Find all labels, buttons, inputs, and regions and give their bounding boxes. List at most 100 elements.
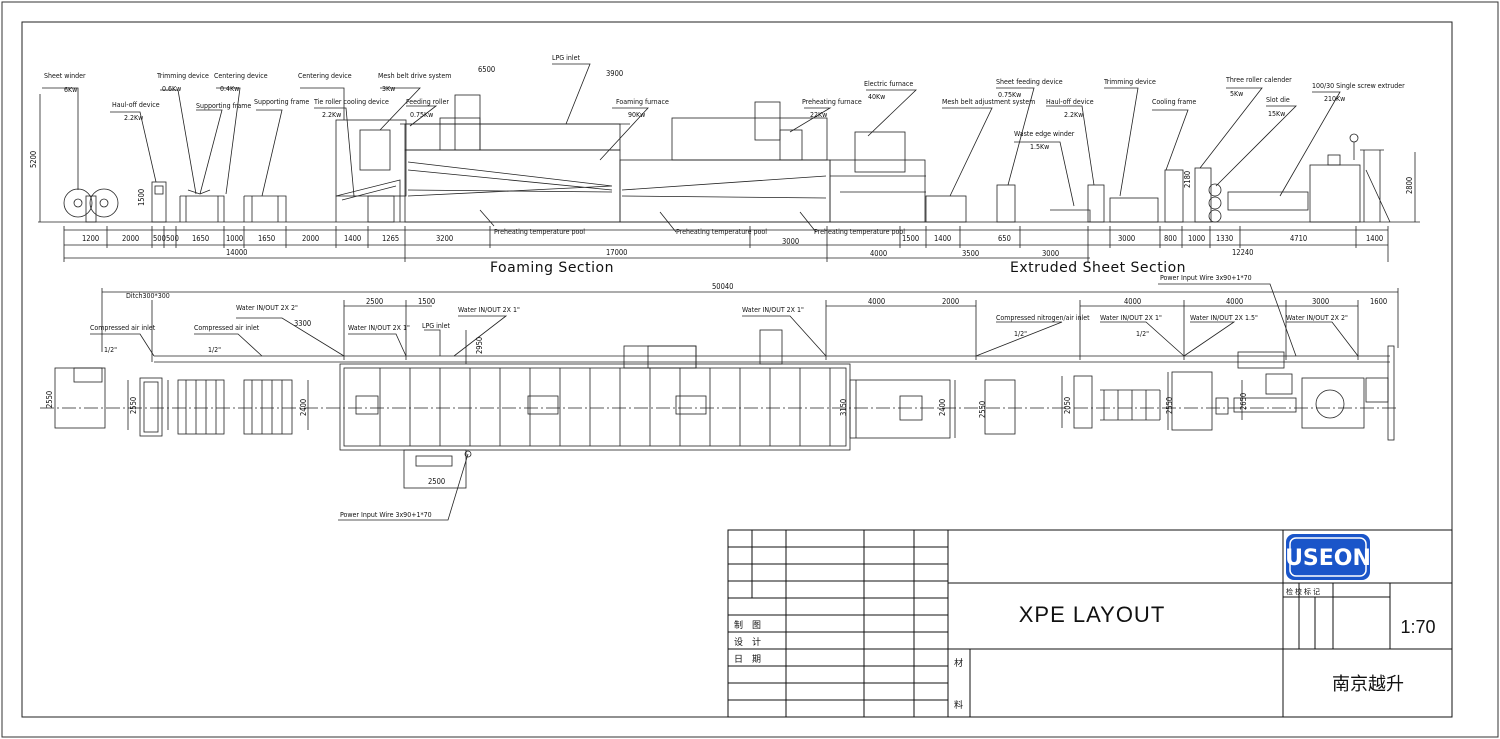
dim-plan-2500: 2500 — [366, 297, 383, 306]
label-calender-power: 5Kw — [1230, 90, 1243, 98]
label-preheating-furnace-power: 22Kw — [810, 111, 827, 119]
dim-b8: 1400 — [344, 234, 361, 243]
label-preheating-furnace: Preheating furnace — [802, 98, 862, 106]
label-ditch: Ditch300*300 — [126, 292, 170, 300]
dim-plan-bottom: 2500 — [428, 477, 445, 486]
label-mesh-drive: Mesh belt drive system — [378, 72, 451, 80]
dim-b1: 2000 — [122, 234, 139, 243]
label-extruder-power: 210Kw — [1324, 95, 1345, 103]
label-cooling-device-power: 2.2Kw — [322, 111, 341, 119]
label-draw: 制 图 — [734, 619, 761, 631]
label-air-3: Compressed nitrogen/air inlet — [996, 314, 1090, 322]
check-mark-label: 检 校 标 记 — [1286, 587, 1320, 596]
label-water-1: Water IN/OUT 2X 2" — [236, 304, 298, 312]
label-trimming-1-power: 0.6Kw — [162, 85, 181, 93]
logo-text: USEON — [1285, 546, 1371, 571]
label-sheet-winder: Sheet winder — [44, 72, 86, 80]
foaming-furnace-body — [404, 149, 621, 223]
dim-b15: 3500 — [962, 249, 979, 258]
label-sheet-feeding: Sheet feeding device — [996, 78, 1063, 86]
label-centering-1-power: 0.4Kw — [220, 85, 239, 93]
plan-furnace-outline — [339, 363, 851, 451]
label-calender: Three roller calender — [1225, 76, 1292, 84]
winder-reel-2 — [89, 188, 119, 218]
label-centering-2: Centering device — [298, 72, 352, 80]
label-lpg-plan: LPG inlet — [422, 322, 451, 330]
plan-view — [40, 283, 1399, 521]
dim-b17: 3000 — [1042, 249, 1059, 258]
dim-plan-4000a: 4000 — [868, 297, 885, 306]
elevation-view — [38, 63, 1420, 262]
dim-height-2800: 2800 — [1405, 177, 1414, 194]
dim-side-7: 2050 — [1063, 397, 1072, 414]
label-trimming-1: Trimming device — [156, 72, 209, 80]
dim-b7: 2000 — [302, 234, 319, 243]
dim-plan-1600: 1600 — [1370, 297, 1387, 306]
label-air-2: Compressed air inlet — [194, 324, 260, 332]
label-slot-die: Slot die — [1266, 96, 1290, 104]
company-name-cn: 南京越升 — [1332, 674, 1404, 695]
label-extruder: 100/30 Single screw extruder — [1312, 82, 1405, 90]
label-lpg-inlet: LPG inlet — [552, 54, 581, 62]
dim-total-14000: 14000 — [226, 248, 247, 257]
dim-b9: 1265 — [382, 234, 399, 243]
label-haul-off-1-power: 2.2Kw — [124, 114, 143, 122]
dim-b14: 1400 — [934, 234, 951, 243]
label-pit-3: Preheating temperature pool — [814, 228, 905, 236]
dim-b18: 3000 — [1118, 234, 1135, 243]
elevation-labels: Sheet winder 6Kw Haul-off device 2.2Kw T… — [44, 54, 1405, 236]
label-material-bottom: 料 — [954, 699, 963, 711]
label-waste-winder-power: 1.5Kw — [1030, 143, 1049, 151]
label-feeding-roller: Feeding roller — [406, 98, 449, 106]
dim-total-17000: 17000 — [606, 248, 627, 257]
title-block — [727, 529, 1453, 718]
dim-side-4: 3150 — [839, 399, 848, 416]
dim-height-1500: 1500 — [137, 189, 146, 206]
label-centering-1: Centering device — [214, 72, 268, 80]
dim-side-8: 2550 — [1165, 397, 1174, 414]
dim-plan-4000c: 4000 — [1226, 297, 1243, 306]
label-foaming-furnace-power: 90Kw — [628, 111, 645, 119]
dim-side-3: 2950 — [475, 337, 484, 354]
dim-b5: 1000 — [226, 234, 243, 243]
label-haul-off-2-power: 2.2Kw — [1064, 111, 1083, 119]
label-air-3-size: 1/2" — [1014, 330, 1027, 338]
label-water-3: Water IN/OUT 2X 1" — [458, 306, 520, 314]
dim-side-1: 2550 — [129, 397, 138, 414]
dim-plan-4000b: 4000 — [1124, 297, 1141, 306]
label-date: 日 期 — [734, 654, 761, 665]
drawing-scale: 1:70 — [1400, 617, 1435, 637]
label-supporting-1: Supporting frame — [196, 102, 251, 110]
label-water-4: Water IN/OUT 2X 1" — [742, 306, 804, 314]
label-water-2: Water IN/OUT 2X 1" — [348, 324, 410, 332]
label-cooling-device: Tie roller cooling device — [313, 98, 389, 106]
label-sheet-winder-power: 6Kw — [64, 86, 77, 94]
dim-plan-1500: 1500 — [418, 297, 435, 306]
label-water-7: Water IN/OUT 2X 2" — [1286, 314, 1348, 322]
dim-top-3900: 3900 — [606, 69, 623, 78]
label-sheet-feeding-power: 0.75Kw — [998, 91, 1021, 99]
dim-b0: 1200 — [82, 234, 99, 243]
inner-border — [21, 21, 1453, 718]
label-pit-2: Preheating temperature pool — [676, 228, 767, 236]
section-label-extruded: Extruded Sheet Section — [1010, 260, 1186, 276]
dim-b16: 650 — [998, 234, 1011, 243]
dim-b3: 500 — [166, 234, 179, 243]
drawing-title: XPE LAYOUT — [1019, 602, 1166, 627]
winder-reel-1 — [63, 188, 93, 218]
dim-side-0: 2550 — [45, 391, 54, 408]
dim-total-12240: 12240 — [1232, 248, 1253, 257]
label-mesh-drive-power: 3Kw — [382, 85, 395, 93]
dim-b12: 4000 — [870, 249, 887, 258]
label-mesh-adjust: Mesh belt adjustment system — [942, 98, 1035, 106]
label-design: 设 计 — [734, 636, 761, 648]
label-water-6: Water IN/OUT 2X 1.5" — [1190, 314, 1258, 322]
label-cooling-frame: Cooling frame — [1152, 98, 1196, 106]
label-air-1-size: 1/2" — [104, 346, 117, 354]
dim-plan-3000: 3000 — [1312, 297, 1329, 306]
section-label-foaming: Foaming Section — [490, 260, 614, 276]
dim-plan-total: 50040 — [712, 282, 733, 291]
label-trimming-2: Trimming device — [1103, 78, 1156, 86]
label-electric-furnace-power: 40Kw — [868, 93, 885, 101]
